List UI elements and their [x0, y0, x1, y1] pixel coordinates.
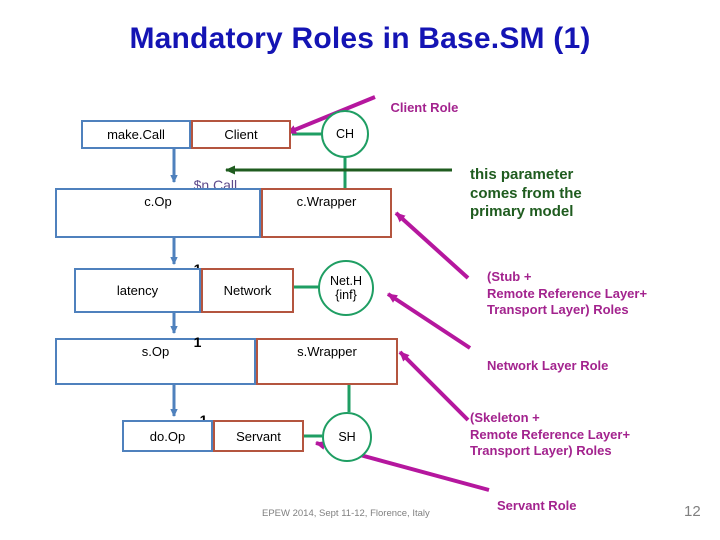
node-latency[interactable]: latency [74, 268, 201, 313]
handler-label: SH [338, 429, 356, 444]
annotation-text: Network Layer Role [487, 358, 609, 374]
multiplicity-text: 1 [193, 334, 202, 350]
annotation-text: this parameter comes from the primary mo… [470, 166, 582, 220]
handler-label: CH [335, 126, 355, 141]
annotation-client-role: Client Role [376, 85, 458, 130]
node-c-op[interactable]: c.Op [55, 188, 261, 238]
node-c-wrapper[interactable]: c.Wrapper [261, 188, 392, 238]
node-label: c.Op [144, 194, 172, 209]
handler-label: Net.H [330, 273, 362, 288]
handler-ch[interactable]: CH [321, 110, 369, 158]
annotation-servant-role: Servant Role [497, 482, 707, 515]
handler-sh[interactable]: SH [322, 412, 372, 462]
annotation-text: (Stub + Remote Reference Layer+ Transpor… [487, 269, 648, 317]
node-label: Client [224, 127, 258, 142]
node-servant-role[interactable]: Servant [213, 420, 304, 452]
annotation-primary-model-note: this parameter comes from the primary mo… [470, 148, 710, 221]
node-label: do.Op [149, 428, 186, 444]
node-label: Network [223, 283, 272, 298]
footer-page-number: 12 [684, 503, 701, 520]
node-s-op[interactable]: s.Op [55, 338, 256, 385]
handler-neth[interactable]: Net.H {inf} [318, 260, 374, 316]
node-label: s.Op [141, 344, 170, 359]
annotation-network-layer-role: Network Layer Role [487, 342, 717, 375]
page-title: Mandatory Roles in Base.SM (1) [129, 22, 591, 55]
node-label: c.Wrapper [296, 194, 357, 209]
green-handler-connectors [292, 132, 351, 438]
annotation-text: (Skeleton + Remote Reference Layer+ Tran… [470, 410, 631, 458]
node-s-wrapper[interactable]: s.Wrapper [256, 338, 398, 385]
node-label: Servant [236, 428, 281, 444]
annotation-text: Client Role [390, 100, 459, 115]
annotation-skeleton-roles: (Skeleton + Remote Reference Layer+ Tran… [470, 394, 710, 459]
annotation-text: Servant Role [497, 498, 577, 514]
node-label: latency [116, 283, 159, 298]
node-make-call[interactable]: make.Call [81, 120, 191, 149]
node-network-role[interactable]: Network [201, 268, 294, 313]
node-label: make.Call [107, 127, 165, 142]
footer-conference: EPEW 2014, Sept 11-12, Florence, Italy [262, 508, 430, 519]
node-label: s.Wrapper [297, 344, 357, 359]
node-do-op[interactable]: do.Op [122, 420, 213, 452]
annotation-stub-roles: (Stub + Remote Reference Layer+ Transpor… [487, 253, 717, 318]
multiplicity-label-2: 1 [178, 318, 202, 366]
node-client-role[interactable]: Client [191, 120, 291, 149]
handler-sublabel: {inf} [335, 288, 357, 302]
magenta-role-arrows [286, 95, 490, 492]
